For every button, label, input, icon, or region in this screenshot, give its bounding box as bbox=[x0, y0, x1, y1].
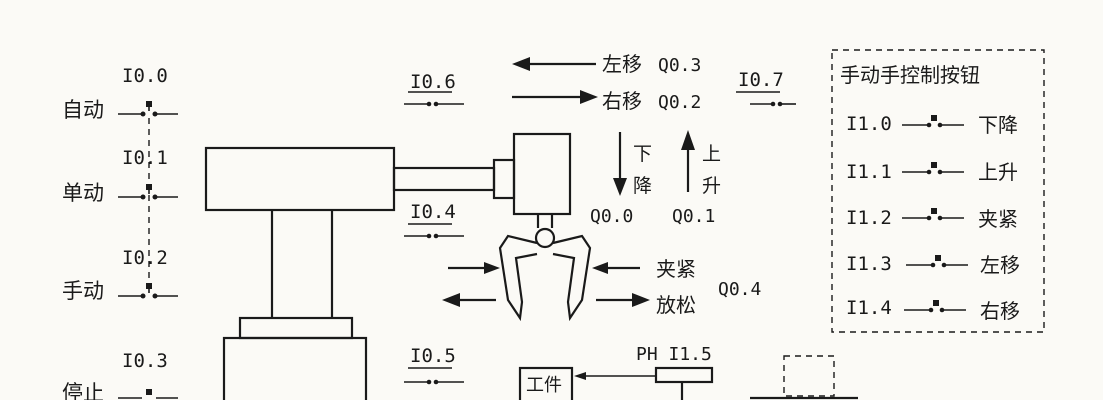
target-position bbox=[750, 355, 858, 400]
switch-address: I0.0 bbox=[122, 65, 168, 87]
clamp-indicator: 夹紧 bbox=[448, 257, 696, 281]
arrow-down-icon bbox=[613, 178, 627, 196]
switch-address: I0.5 bbox=[410, 345, 456, 367]
limit-switch-lower: I0.4 bbox=[404, 201, 464, 239]
button-label: 左移 bbox=[980, 253, 1020, 277]
motion-label: 放松 bbox=[656, 293, 696, 317]
manual-control-panel: 手动手控制按钮 I1.0 下降 I1.1 上升 I1.2 夹紧 I1.3 bbox=[831, 49, 1045, 333]
panel-title: 手动手控制按钮 bbox=[840, 63, 980, 87]
manual-button-up: I1.1 上升 bbox=[846, 160, 1018, 184]
arrow-up-icon bbox=[681, 130, 695, 150]
arrow-right-icon bbox=[484, 262, 500, 274]
switch-label: 手动 bbox=[62, 279, 104, 303]
motion-output: Q0.3 bbox=[658, 55, 701, 76]
pushbutton-symbol bbox=[118, 283, 178, 299]
button-label: 右移 bbox=[980, 299, 1020, 323]
pushbutton-symbol bbox=[118, 389, 178, 399]
motion-output: Q0.2 bbox=[658, 92, 701, 113]
motion-output: Q0.0 bbox=[590, 206, 633, 227]
arrow-left-icon bbox=[442, 293, 460, 307]
limit-switch-work: I0.5 bbox=[404, 345, 464, 385]
workpiece-label: 工件 bbox=[526, 375, 562, 396]
move-left-indicator: 左移 Q0.3 bbox=[512, 52, 701, 76]
button-label: 上升 bbox=[978, 160, 1018, 184]
motion-label-1: 下 bbox=[633, 143, 652, 165]
button-address: I1.2 bbox=[846, 207, 892, 229]
sensor-label: PH I1.5 bbox=[636, 344, 712, 365]
gripper-output: Q0.4 bbox=[718, 279, 761, 300]
pushbutton-symbol bbox=[118, 101, 178, 117]
manual-button-down: I1.0 下降 bbox=[846, 113, 1018, 137]
pushbutton-symbol bbox=[118, 184, 178, 200]
arrow-left-icon bbox=[592, 262, 608, 274]
release-indicator: 放松 bbox=[442, 293, 696, 317]
button-address: I1.3 bbox=[846, 253, 892, 275]
manipulator-arm bbox=[204, 132, 572, 400]
switch-label: 自动 bbox=[62, 98, 104, 122]
manual-button-left: I1.3 左移 bbox=[846, 253, 1020, 277]
mode-switch-manual: I0.2 手动 bbox=[62, 247, 178, 303]
arrow-left-icon bbox=[574, 372, 586, 380]
move-right-indicator: 右移 Q0.2 bbox=[512, 89, 701, 113]
mode-switch-stop: I0.3 停止 bbox=[62, 350, 178, 400]
gripper bbox=[498, 214, 592, 322]
move-down-indicator: 下 降 Q0.0 bbox=[590, 132, 652, 227]
manual-button-right: I1.4 右移 bbox=[846, 297, 1020, 323]
switch-address: I0.4 bbox=[410, 201, 456, 223]
switch-address: I0.1 bbox=[122, 147, 168, 169]
workpiece: 工件 bbox=[518, 366, 574, 400]
switch-label: 单动 bbox=[62, 181, 104, 205]
motion-label: 夹紧 bbox=[656, 257, 696, 281]
button-address: I1.0 bbox=[846, 113, 892, 135]
move-up-indicator: 上 升 Q0.1 bbox=[672, 130, 721, 227]
switch-address: I0.7 bbox=[738, 69, 784, 91]
panel-frame bbox=[831, 49, 1045, 333]
manual-button-clamp: I1.2 夹紧 bbox=[846, 207, 1018, 231]
motion-label: 右移 bbox=[602, 89, 642, 113]
button-label: 下降 bbox=[978, 113, 1018, 137]
mode-switch-auto: I0.0 自动 bbox=[62, 65, 178, 122]
arrow-left-icon bbox=[512, 57, 530, 71]
arrow-right-icon bbox=[632, 293, 650, 307]
motion-output: Q0.1 bbox=[672, 206, 715, 227]
switch-label: 停止 bbox=[62, 381, 104, 400]
photo-sensor: PH I1.5 bbox=[574, 344, 714, 400]
motion-label-1: 上 bbox=[702, 143, 721, 165]
mode-switch-single: I0.1 单动 bbox=[62, 147, 178, 205]
motion-label: 左移 bbox=[602, 52, 642, 76]
arrow-right-icon bbox=[580, 90, 598, 104]
limit-switch-right: I0.7 bbox=[736, 69, 796, 107]
switch-address: I0.6 bbox=[410, 71, 456, 93]
button-address: I1.4 bbox=[846, 297, 892, 319]
switch-address: I0.2 bbox=[122, 247, 168, 269]
motion-label-2: 升 bbox=[702, 175, 721, 197]
motion-label-2: 降 bbox=[633, 175, 652, 197]
button-address: I1.1 bbox=[846, 161, 892, 183]
button-label: 夹紧 bbox=[978, 207, 1018, 231]
limit-switch-left: I0.6 bbox=[404, 71, 464, 107]
switch-address: I0.3 bbox=[122, 350, 168, 372]
